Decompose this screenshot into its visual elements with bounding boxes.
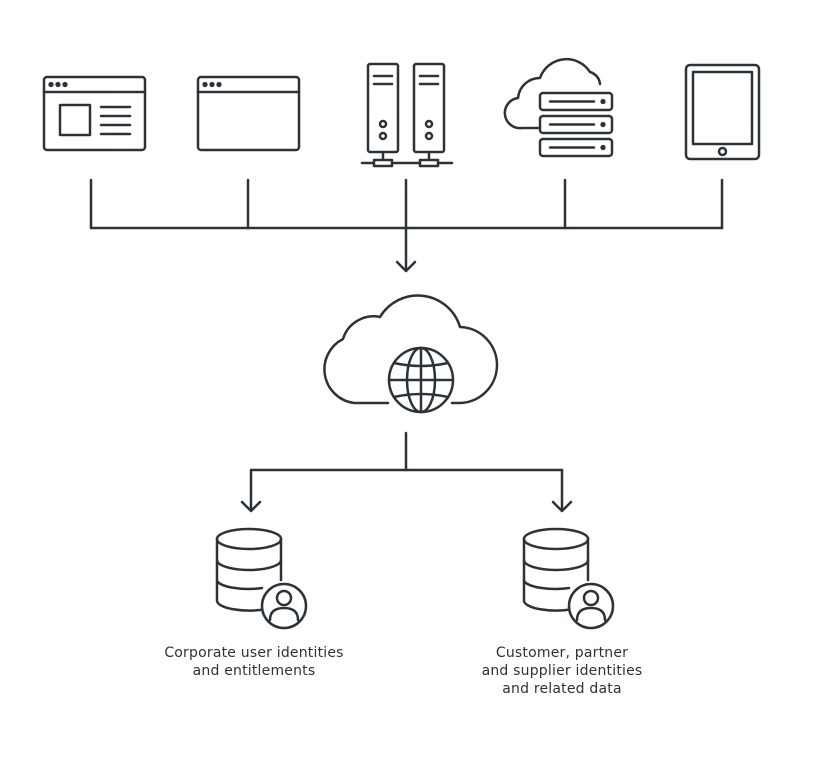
web-page-icon bbox=[42, 75, 147, 152]
browser-window-icon bbox=[196, 75, 301, 152]
caption-line: and related data bbox=[502, 681, 622, 697]
caption-line: Corporate user identities bbox=[164, 645, 344, 661]
source-connector bbox=[89, 178, 724, 272]
cloud-globe-icon bbox=[323, 294, 499, 414]
caption-line: and entitlements bbox=[192, 663, 316, 679]
database-user-icon bbox=[522, 527, 615, 630]
arrow-down-icon bbox=[395, 260, 417, 273]
cloud-storage-icon bbox=[503, 57, 614, 158]
caption-line: and supplier identities bbox=[481, 663, 643, 679]
store-caption-customer: Customer, partner and supplier identitie… bbox=[432, 644, 692, 698]
tablet-icon bbox=[684, 63, 761, 161]
database-user-icon bbox=[215, 527, 308, 630]
arrow-down-icon bbox=[551, 500, 573, 513]
store-caption-corporate: Corporate user identities and entitlemen… bbox=[124, 644, 384, 680]
caption-line: Customer, partner bbox=[495, 645, 629, 661]
store-connector bbox=[249, 431, 564, 512]
server-icon bbox=[360, 62, 454, 168]
arrow-down-icon bbox=[240, 500, 262, 513]
